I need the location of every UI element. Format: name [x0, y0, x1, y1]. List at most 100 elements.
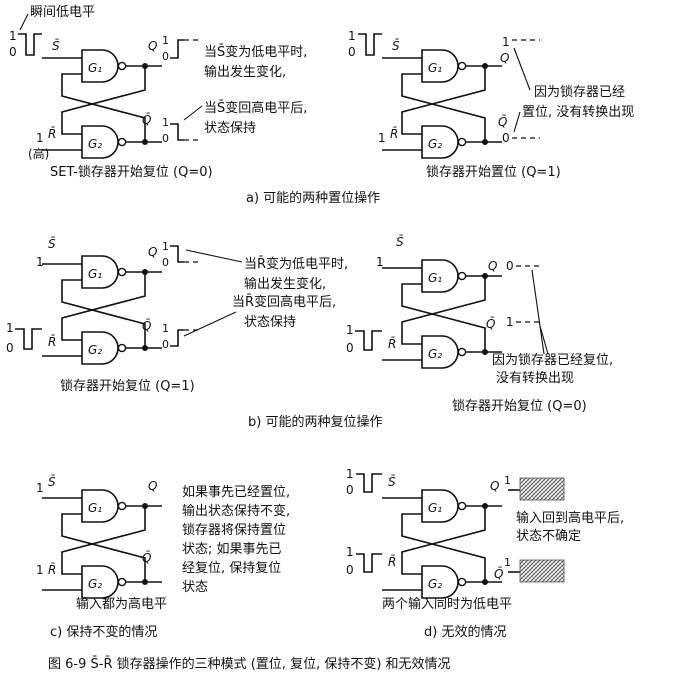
- b-left-q-wave: [170, 245, 184, 263]
- d-qbar-undefined: [519, 559, 565, 583]
- b-left-caption: 锁存器开始复位 (Q=1): [60, 378, 195, 394]
- b-left-note-line3: 当R̄变回高电平后,: [232, 294, 336, 310]
- d-s-high: 1: [346, 467, 354, 481]
- b-left-qbar: Q̄: [142, 319, 151, 333]
- b-right-note-line1: 因为锁存器已经复位,: [492, 352, 613, 368]
- a-right-pointer-q: [513, 47, 531, 91]
- a-right-s-label: S̄: [392, 39, 400, 53]
- a-left-r-note: (高): [28, 146, 49, 161]
- a-right-s-pulse: [358, 33, 382, 56]
- b-left-q-high: 1: [162, 240, 169, 253]
- c-s-label: S̄: [48, 475, 56, 489]
- a-left-qbar-wave: [170, 123, 184, 141]
- latch-c: 1 S̄ G₁ G₂ Q Q̄ 1 R̄ 如果事先已经置位, 输出状态保持不变,…: [36, 475, 290, 640]
- a-left-r-label: R̄: [48, 127, 56, 141]
- d-r-low: 0: [346, 563, 354, 577]
- a-right-r-in: 1: [378, 131, 386, 145]
- d-q-undefined: [519, 477, 565, 501]
- a-left-note-pointer: [19, 13, 29, 31]
- b-right-s-in: 1: [376, 255, 384, 269]
- b-right-note-line2: 没有转换出现: [496, 371, 574, 386]
- a-right-g1: G₁: [428, 61, 442, 75]
- section-d-title: d) 无效的情况: [424, 624, 506, 640]
- d-r-pulse: [356, 553, 382, 573]
- b-left-pointer-q: [185, 249, 243, 263]
- b-right-r-pulse: [355, 330, 382, 351]
- b-right-qbar: Q̄: [486, 317, 495, 331]
- a-left-s-label: S̄: [52, 39, 60, 53]
- section-c-title: c) 保持不变的情况: [50, 624, 157, 640]
- a-left-s-low: 0: [9, 45, 17, 59]
- b-left-q-low: 0: [162, 256, 169, 269]
- b-left-qbar-wave: [170, 329, 184, 347]
- section-b-title: b) 可能的两种复位操作: [248, 414, 382, 430]
- a-left-q-high: 1: [162, 34, 169, 47]
- latch-d: 1 0 S̄ G₁ G₂ Q 1 Q̄ 1 1 0 R̄ 输入回到高电平后, 状…: [346, 467, 624, 640]
- b-right-r-label: R̄: [388, 337, 396, 351]
- c-note-line1: 如果事先已经置位,: [182, 484, 290, 500]
- a-right-s-low: 0: [348, 45, 356, 59]
- c-note-line5: 经复位, 保持复位: [182, 561, 281, 576]
- b-right-r-high: 1: [346, 323, 354, 337]
- d-note-line2: 状态不确定: [516, 529, 581, 544]
- a-left-g1: G₁: [88, 61, 102, 75]
- b-left-pointer-qbar: [183, 311, 237, 337]
- a-right-q: Q: [500, 51, 509, 65]
- a-left-q-wave: [170, 39, 184, 59]
- a-right-q-val: 1: [502, 35, 510, 49]
- b-right-q: Q: [488, 259, 497, 273]
- a-right-pointer-qbar: [513, 111, 521, 133]
- a-right-qbar: Q̄: [498, 115, 507, 129]
- a-left-g2: G₂: [88, 137, 102, 151]
- a-left-note2-line1: 当S̄变回高电平后,: [204, 100, 307, 116]
- b-left-r-pulse: [15, 328, 42, 350]
- c-note-line4: 状态; 如果事先已: [182, 541, 282, 557]
- a-right-g2: G₂: [428, 137, 442, 151]
- a-left-q-low: 0: [162, 50, 169, 63]
- d-q-high: 1: [504, 474, 511, 487]
- a-left-caption: SET-锁存器开始复位 (Q=0): [50, 164, 213, 180]
- a-left-note1-line1: 当S̄变为低电平时,: [204, 44, 307, 60]
- a-left-q: Q: [148, 39, 157, 53]
- b-right-pointer-qbar: [539, 325, 549, 355]
- a-left-r-in: 1: [36, 131, 44, 145]
- b-right-pointer-q: [531, 269, 545, 355]
- b-left-qbar-high: 1: [162, 322, 169, 335]
- d-qbar: Q̄: [494, 567, 503, 581]
- a-right-note-line1: 因为锁存器已经: [534, 84, 625, 100]
- c-r-label: R̄: [48, 563, 56, 577]
- c-qbar: Q̄: [142, 551, 151, 565]
- d-s-label: S̄: [388, 475, 396, 489]
- a-left-qbar-low: 0: [162, 132, 169, 145]
- c-g1: G₁: [88, 501, 102, 515]
- b-left-r-low: 0: [6, 341, 14, 355]
- b-right-g2: G₂: [428, 347, 442, 361]
- b-right-s-label: S̄: [396, 235, 404, 249]
- b-left-s-label: S̄: [48, 237, 56, 251]
- latch-a-right: 1 0 S̄ G₁ G₂ 1 Q Q̄ 0 1 R̄ 因为锁存器已经 置位, 没…: [348, 29, 634, 180]
- b-left-note-line2: 输出发生变化,: [244, 276, 326, 292]
- a-left-top-note: 瞬间低电平: [30, 5, 95, 20]
- latch-b-right: S̄ 1 G₁ G₂ Q 0 Q̄ 1 1 0 R̄ 因为锁存器已经复位, 没有…: [346, 235, 613, 414]
- b-left-qbar-low: 0: [162, 338, 169, 351]
- b-left-r-label: R̄: [48, 335, 56, 349]
- b-left-g1: G₁: [88, 267, 102, 281]
- b-left-s-in: 1: [36, 255, 44, 269]
- b-right-r-low: 0: [346, 341, 354, 355]
- c-g2: G₂: [88, 577, 102, 591]
- d-caption: 两个输入同时为低电平: [382, 596, 512, 612]
- b-right-caption: 锁存器开始复位 (Q=0): [452, 398, 587, 414]
- a-right-s-high: 1: [348, 29, 356, 43]
- c-q: Q: [148, 479, 157, 493]
- a-left-note2-pointer: [183, 105, 203, 121]
- d-s-low: 0: [346, 483, 354, 497]
- d-q: Q: [490, 479, 499, 493]
- c-note-line6: 状态: [182, 580, 208, 595]
- latch-b-left: 1 S̄ G₁ G₂ Q Q̄ 1 0 1 0 1 0 R̄ 当R̄变为低电平时…: [6, 237, 348, 394]
- b-left-r-high: 1: [6, 321, 14, 335]
- b-left-note-line1: 当R̄变为低电平时,: [244, 256, 348, 272]
- d-qbar-high: 1: [504, 556, 511, 569]
- b-left-q: Q: [148, 245, 157, 259]
- d-note-line1: 输入回到高电平后,: [516, 510, 624, 526]
